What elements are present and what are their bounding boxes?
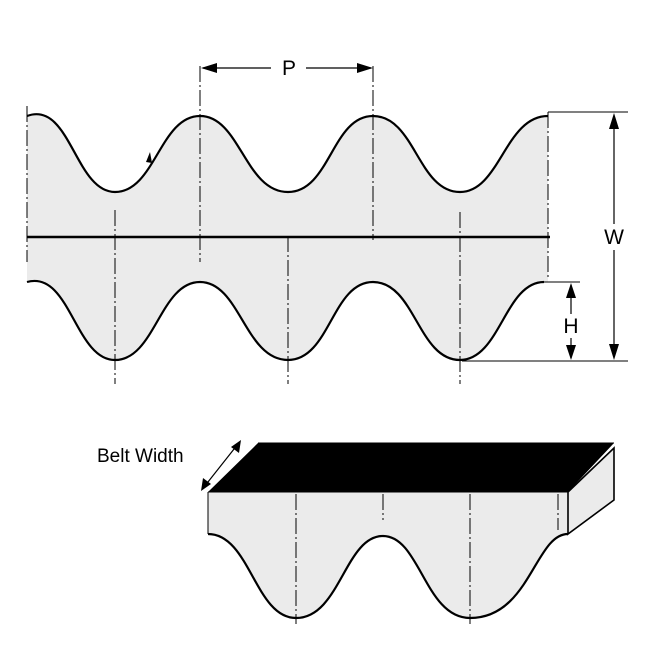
thickness-label: W xyxy=(604,226,624,249)
belt-width-dimension: Belt Width xyxy=(97,440,241,491)
upper-teeth-outline xyxy=(26,113,549,194)
valley-arrow xyxy=(146,152,152,163)
pitch-label: P xyxy=(282,57,296,80)
belt-3d-section xyxy=(207,442,615,624)
tooth-height-dimension: H xyxy=(544,281,580,360)
belt-width-label: Belt Width xyxy=(97,446,184,467)
arrowhead-left-icon xyxy=(201,63,217,73)
double-sided-belt-profile xyxy=(26,66,550,384)
pitch-dimension: P xyxy=(201,57,373,80)
tooth-height-label: H xyxy=(563,315,578,338)
thickness-dimension: W xyxy=(462,111,628,362)
top-face xyxy=(208,443,614,492)
front-teeth-outline xyxy=(207,532,569,620)
arrowhead-down-icon xyxy=(566,345,576,360)
arrowhead-up-icon xyxy=(566,283,576,298)
arrowhead-down-left-icon xyxy=(201,478,211,491)
arrowhead-down-icon xyxy=(609,344,619,360)
arrowhead-up-icon xyxy=(609,113,619,129)
arrowhead-up-right-icon xyxy=(231,440,241,453)
front-face-fill xyxy=(208,492,568,618)
arrowhead-right-icon xyxy=(357,63,373,73)
